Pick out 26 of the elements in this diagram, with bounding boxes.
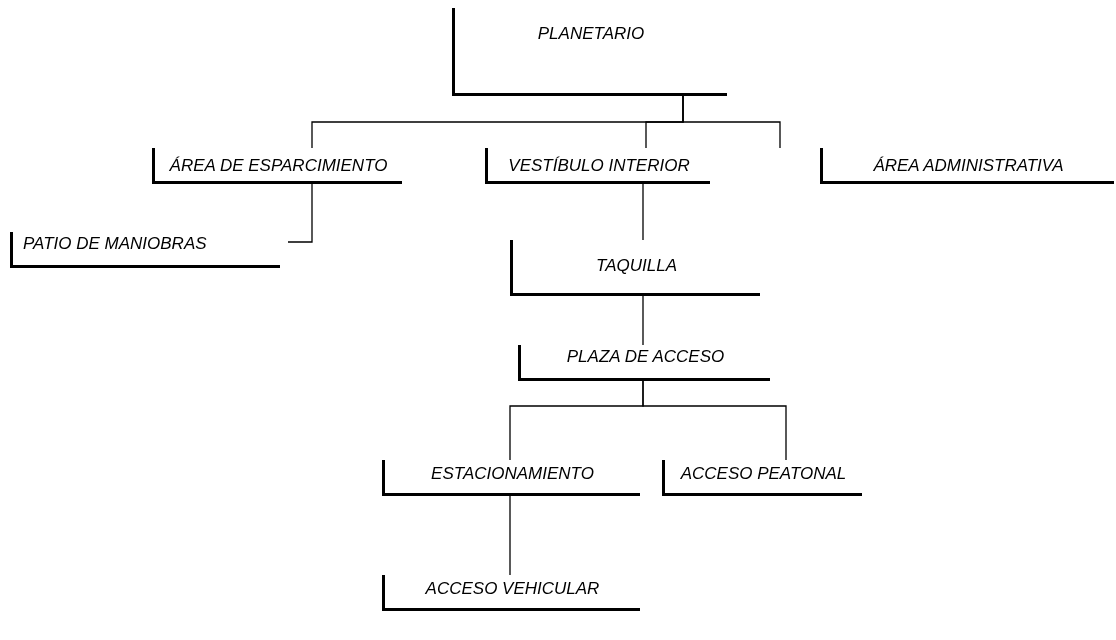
node-label: ACCESO PEATONAL: [680, 464, 847, 484]
node-label: ESTACIONAMIENTO: [431, 464, 594, 484]
node-label: ÁREA ADMINISTRATIVA: [873, 156, 1064, 176]
node-label: TAQUILLA: [596, 256, 677, 276]
connector-line: [287, 183, 313, 243]
bracket-node: [382, 575, 640, 611]
node-label: ÁREA DE ESPARCIMIENTO: [169, 156, 388, 176]
bracket-node: [10, 232, 280, 268]
node-label: ACCESO VEHICULAR: [425, 579, 600, 599]
connector-line: [682, 95, 781, 149]
bracket-node: [820, 148, 1114, 184]
connector-line: [642, 380, 787, 461]
bracket-node: [518, 345, 770, 381]
connector-line: [642, 295, 644, 346]
connector-line: [642, 183, 644, 241]
bracket-node: [485, 148, 710, 184]
node-label: PLAZA DE ACCESO: [566, 347, 725, 367]
bracket-node: [662, 460, 862, 496]
bracket-node: [382, 460, 640, 496]
bracket-node: [152, 148, 402, 184]
connector-line: [509, 495, 511, 576]
node-label: PATIO DE MANIOBRAS: [23, 234, 207, 254]
node-label: VESTÍBULO INTERIOR: [508, 156, 690, 176]
bracket-node: [510, 240, 760, 296]
node-label: PLANETARIO: [537, 24, 645, 44]
bracket-node: [452, 8, 727, 96]
